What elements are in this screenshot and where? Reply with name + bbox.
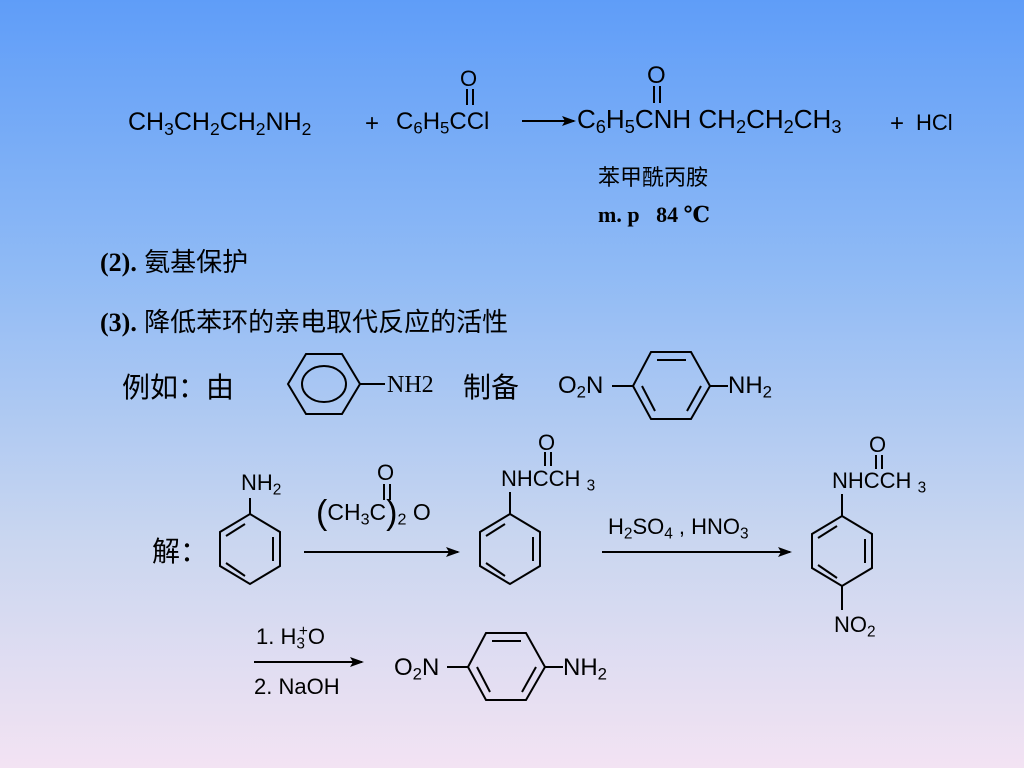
carbonyl-bond-2 bbox=[653, 86, 661, 103]
final-nitro-label: O2N bbox=[394, 654, 440, 684]
benzene-ring-sol-3 bbox=[811, 494, 873, 610]
point-2: (2). 氨基保护 bbox=[100, 248, 249, 278]
acetanilide-carbonyl-bond bbox=[544, 452, 552, 466]
example-prepare: 制备 bbox=[463, 371, 520, 404]
nitro-group-label: NO2 bbox=[834, 612, 876, 641]
aniline-nh2-label-2: NH2 bbox=[241, 470, 282, 499]
product-name: 苯甲酰丙胺 bbox=[598, 166, 709, 191]
propylamine-formula: CH3CH2CH2NH2 bbox=[128, 108, 312, 139]
plus-sign: + bbox=[365, 110, 380, 137]
hcl-formula: HCl bbox=[916, 110, 953, 135]
benzene-ring-sol-1 bbox=[219, 498, 281, 586]
nitro-acetanilide-oxygen-label: O bbox=[869, 432, 887, 457]
benzene-ring-sol-2 bbox=[479, 492, 541, 586]
final-amine-label: NH2 bbox=[563, 654, 608, 684]
nitro-acetanilide-group-label: NHCCH 3 bbox=[832, 468, 927, 497]
target-amine-label: NH2 bbox=[728, 372, 773, 402]
plus-sign-2: + bbox=[890, 110, 905, 137]
hydrolysis-step: 1. H3+O bbox=[256, 622, 326, 653]
nitration-reagents: H2SO4 , HNO3 bbox=[608, 514, 749, 543]
benzene-ring-aniline bbox=[286, 353, 385, 415]
example-intro: 例如：由 bbox=[122, 371, 235, 404]
benzoyl-chloride-formula: C6H5CCl bbox=[396, 108, 490, 138]
n-propylbenzamide-formula: C6H5CNH CH2CH2CH3 bbox=[577, 104, 842, 138]
carbonyl-bond-1 bbox=[466, 89, 474, 105]
benzene-ring-final bbox=[447, 632, 563, 701]
solution-label: 解： bbox=[152, 535, 209, 568]
target-nitro-label: O2N bbox=[558, 372, 604, 402]
point-3: (3). 降低苯环的亲电取代反应的活性 bbox=[100, 308, 509, 338]
product-carbonyl-oxygen-label: O bbox=[647, 62, 666, 89]
neutralization-step: 2. NaOH bbox=[254, 674, 340, 699]
acetanilide-group-label: NHCCH 3 bbox=[501, 466, 596, 495]
acetic-anhydride-oxygen-label: O bbox=[377, 460, 395, 485]
acetic-anhydride-formula: (CH3C)2 O bbox=[316, 494, 431, 532]
nitro-acetanilide-carbonyl-bond bbox=[875, 455, 883, 469]
carbonyl-oxygen-label: O bbox=[460, 66, 478, 91]
aniline-nh2-label: NH2 bbox=[387, 372, 434, 398]
melting-point: m. p 84 ℃ bbox=[598, 202, 710, 227]
benzene-ring-target bbox=[612, 351, 728, 420]
anhydride-carbonyl-bond bbox=[383, 484, 391, 500]
acetanilide-oxygen-label: O bbox=[538, 430, 556, 455]
